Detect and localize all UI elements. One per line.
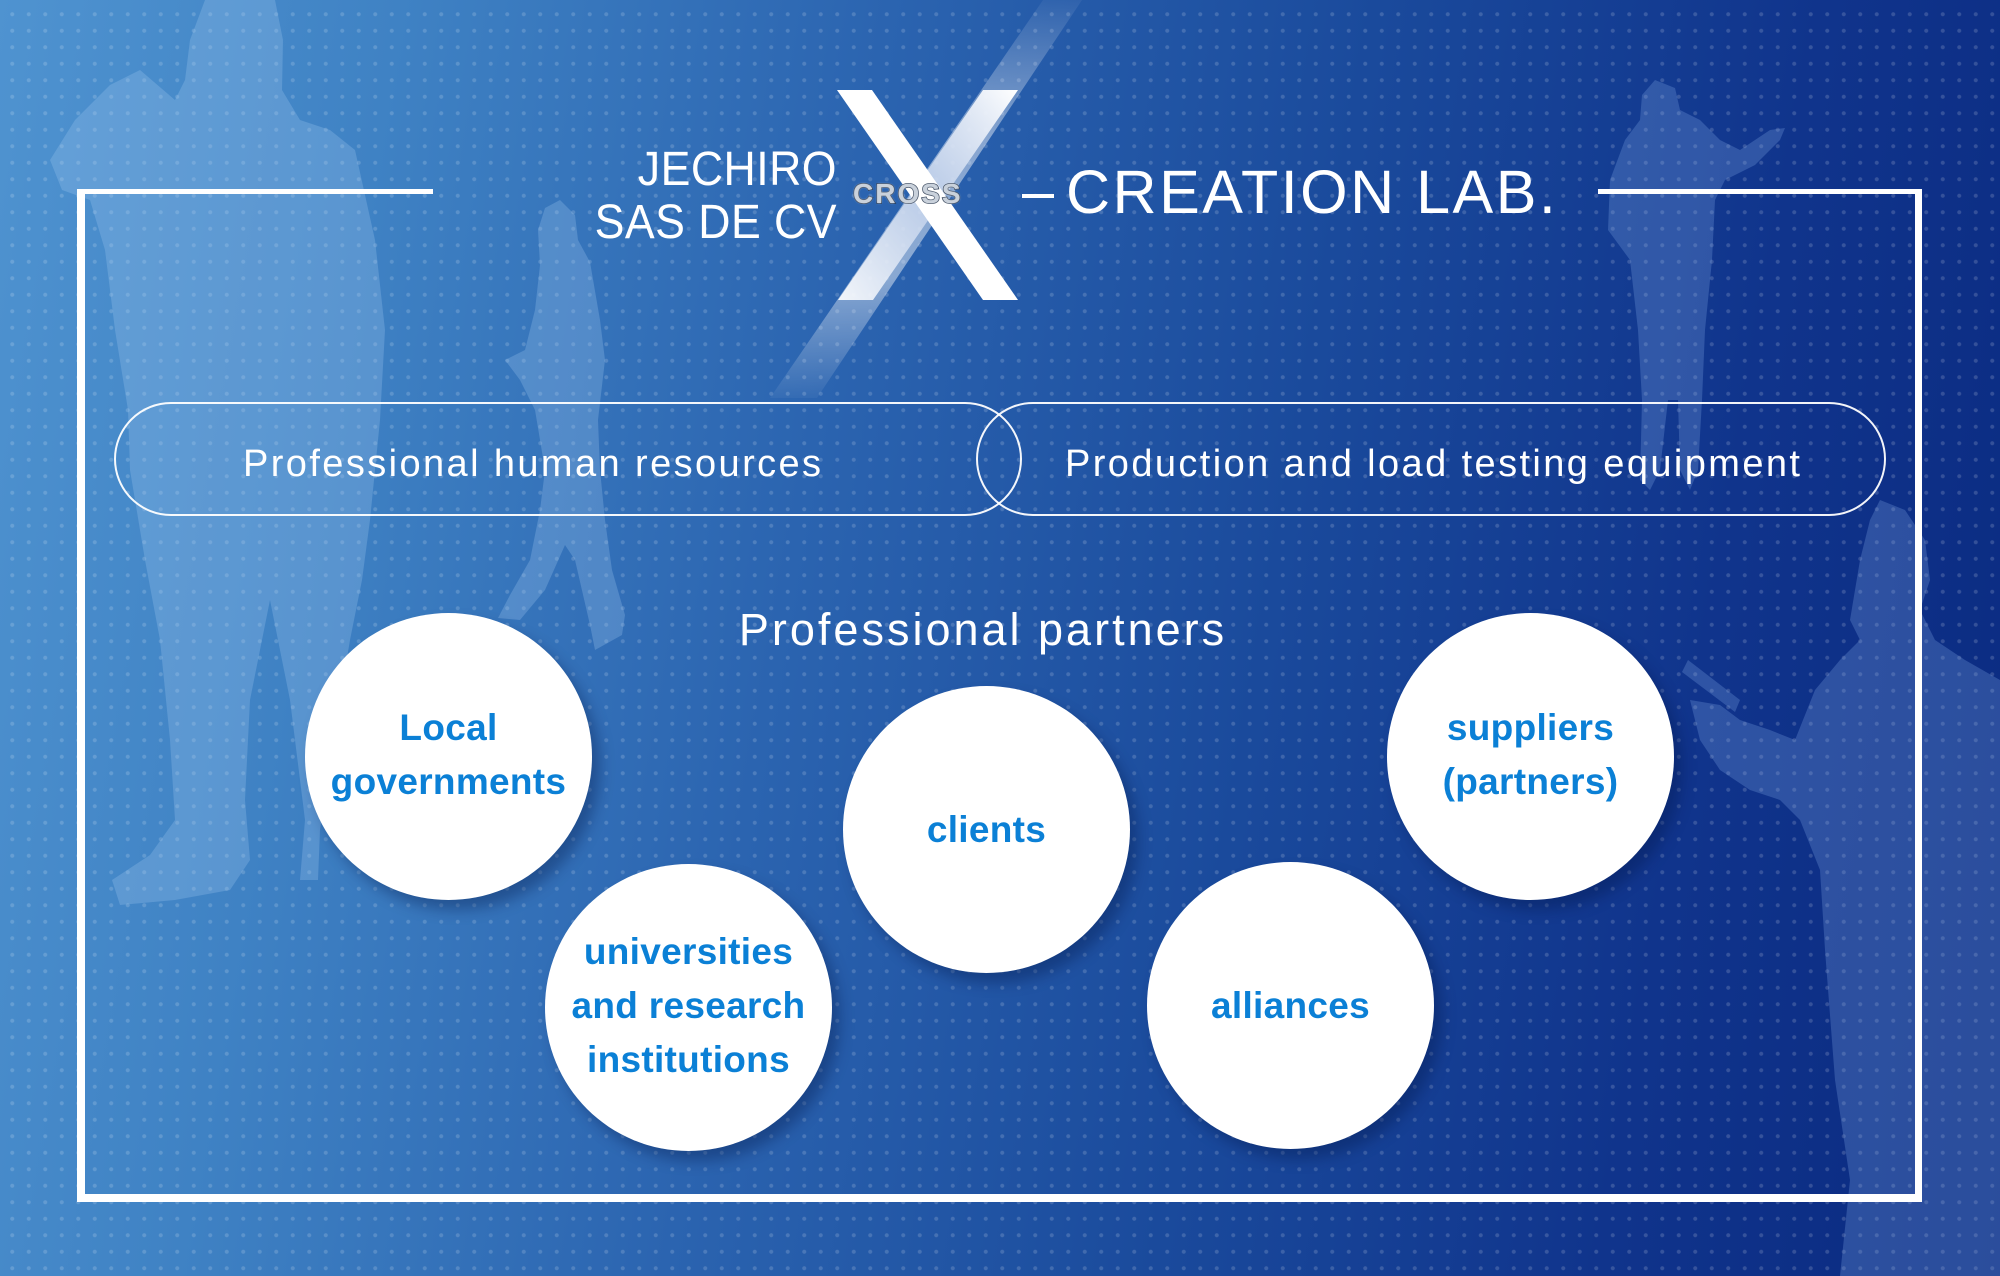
cross-label: CROSS [852, 177, 963, 210]
man-pointing-silhouette [1608, 80, 1785, 490]
frame-left-line [77, 189, 85, 1202]
tablet-silhouette [1682, 660, 1740, 712]
partner-circle-alliances: alliances [1147, 862, 1434, 1149]
company-name: JECHIRO SAS DE CV [561, 143, 837, 249]
lab-title: CREATION LAB. [1066, 158, 1559, 226]
company-name-line2: SAS DE CV [594, 196, 837, 249]
resource-pill-equipment [976, 402, 1886, 516]
man-on-phone-silhouette [50, 0, 385, 905]
partner-label: alliances [1210, 984, 1371, 1026]
frame-bottom-line [77, 1194, 1922, 1202]
company-name-line1: JECHIRO [637, 143, 837, 196]
partner-circle-local-governments: Local governments [305, 613, 592, 900]
resource-label-equipment: Production and load testing equipment [1065, 443, 1803, 485]
partner-circle-universities: universities and research institutions [545, 864, 832, 1151]
partner-circle-clients: clients [843, 686, 1130, 973]
x-stroke-primary [837, 90, 1018, 300]
man-with-tablet-silhouette [1690, 500, 2000, 1276]
partner-label: suppliers (partners) [1442, 706, 1619, 802]
title-dash [1022, 194, 1054, 198]
partner-label: clients [926, 808, 1047, 850]
frame-top-left-line [77, 189, 433, 194]
resource-label-human: Professional human resources [243, 443, 824, 485]
frame-top-right-line [1598, 189, 1922, 194]
partner-label: Local governments [330, 706, 567, 802]
partners-heading: Professional partners [738, 604, 1228, 655]
partner-circle-suppliers: suppliers (partners) [1387, 613, 1674, 900]
frame-right-line [1915, 189, 1922, 1202]
partner-label: universities and research institutions [571, 930, 806, 1080]
woman-walking-silhouette [498, 200, 625, 650]
